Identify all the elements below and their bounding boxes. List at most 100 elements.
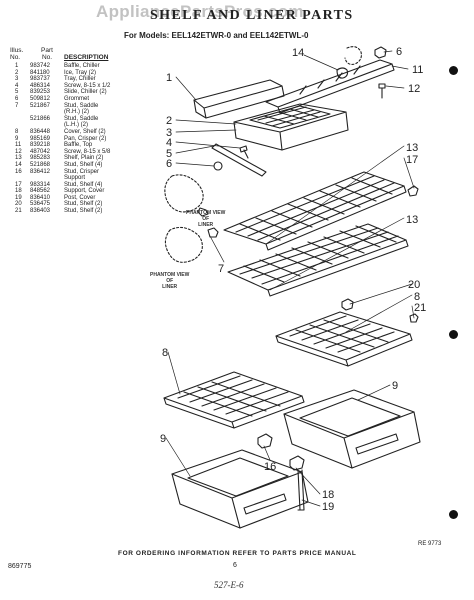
- callout-9-right: 9: [392, 380, 398, 392]
- cell-illus: 16: [15, 168, 22, 175]
- cell-illus: 17: [15, 181, 22, 188]
- cell-part: 841180: [30, 69, 50, 76]
- cell-illus: 14: [15, 161, 22, 168]
- table-row: Support: [10, 175, 160, 182]
- table-row: 6 509812 Grommet: [10, 96, 160, 103]
- cell-illus: 5: [15, 89, 19, 96]
- cell-illus: 8: [15, 128, 19, 135]
- header-illus-no: No.: [10, 54, 21, 61]
- table-row: 7 521867 Stud, Saddle: [10, 103, 160, 110]
- cell-desc: (R.H.) (2): [64, 109, 89, 116]
- stud-near-phantom: [197, 207, 209, 217]
- shelf-stud-17: [407, 185, 419, 197]
- grommet-stud-6: [374, 46, 387, 59]
- callout-20: 20: [408, 279, 420, 291]
- handwritten-note: 527-E-6: [214, 580, 244, 590]
- illustration-ref: RE 9773: [418, 541, 442, 547]
- binder-hole-top: [449, 66, 458, 75]
- cell-illus: 6: [15, 95, 19, 102]
- cell-illus: 2: [15, 69, 19, 76]
- binder-hole-bottom: [449, 510, 458, 519]
- cell-illus: 1: [15, 63, 19, 69]
- cell-desc: Support, Cover: [64, 188, 105, 195]
- left-crisper-pan: [171, 449, 309, 529]
- cell-desc: Stud, Crisper: [64, 168, 100, 175]
- right-shelf-cover: [275, 311, 413, 367]
- callout-13-lower: 13: [406, 214, 418, 226]
- shelf-stud-14: [336, 67, 349, 79]
- chiller-baffle: [193, 79, 285, 119]
- screw-12: [378, 83, 386, 99]
- header-part-no: No.: [41, 54, 53, 61]
- right-crisper-pan: [283, 389, 421, 469]
- cell-desc: Baffle, Chiller: [64, 63, 100, 69]
- page-title: SHELF AND LINER PARTS: [150, 8, 354, 23]
- cell-desc: (L.H.) (2): [64, 122, 88, 129]
- cell-desc: Tray, Chiller: [64, 76, 96, 83]
- cell-illus: 3: [15, 76, 19, 83]
- callout-13-upper: 13: [406, 142, 418, 154]
- model-subtitle: For Models: EEL142ETWR-0 and EEL142ETWL-…: [124, 31, 309, 40]
- callout-9-left: 9: [160, 433, 166, 445]
- cell-desc: Grommet: [64, 95, 90, 102]
- callout-2: 2: [166, 115, 172, 127]
- cell-desc: Stud, Shelf (2): [64, 208, 103, 215]
- cell-part: 521867: [30, 102, 51, 109]
- callout-8-left: 8: [162, 347, 168, 359]
- callout-16: 16: [264, 461, 276, 473]
- callout-5: 5: [166, 148, 172, 160]
- page-number: 6: [233, 562, 237, 569]
- cell-desc: Stud, Shelf (4): [64, 161, 103, 168]
- cell-illus: 9: [15, 135, 19, 142]
- cell-desc: Shelf, Plain (2): [64, 155, 104, 162]
- callout-17: 17: [406, 154, 418, 166]
- cell-illus: 12: [15, 148, 22, 155]
- cell-desc: Stud, Saddle: [64, 102, 99, 109]
- callout-14: 14: [292, 47, 304, 59]
- header-description: DESCRIPTION: [64, 54, 109, 61]
- cell-part: 985283: [30, 155, 51, 162]
- top-baffle: [265, 59, 395, 114]
- cell-part: 839218: [30, 142, 51, 149]
- callout-21: 21: [414, 302, 426, 314]
- cell-illus: 21: [15, 208, 22, 215]
- callout-6: 6: [166, 158, 172, 170]
- table-row: (R.H.) (2): [10, 109, 160, 116]
- cell-part: 848562: [30, 188, 51, 195]
- cell-illus: 7: [15, 102, 19, 109]
- document-number: 869775: [8, 563, 32, 570]
- cell-part: 509812: [30, 95, 51, 102]
- cell-illus: 4: [15, 82, 19, 89]
- phantom-liner-bottom: [164, 226, 203, 263]
- cell-desc: Stud, Shelf (4): [64, 181, 103, 188]
- chiller-slide: [211, 143, 267, 177]
- grommet-6: [213, 161, 223, 171]
- callout-1: 1: [166, 72, 172, 84]
- cell-part: 985169: [30, 135, 51, 142]
- cell-desc: Stud, Saddle: [64, 115, 99, 122]
- cell-part: 521866: [30, 115, 51, 122]
- callout-3: 3: [166, 127, 172, 139]
- cell-desc: Support: [64, 175, 86, 182]
- callout-12: 12: [408, 83, 420, 95]
- cell-desc: Baffle, Top: [64, 142, 93, 149]
- shelf-stud-21: [409, 313, 419, 323]
- callout-11: 11: [412, 64, 423, 76]
